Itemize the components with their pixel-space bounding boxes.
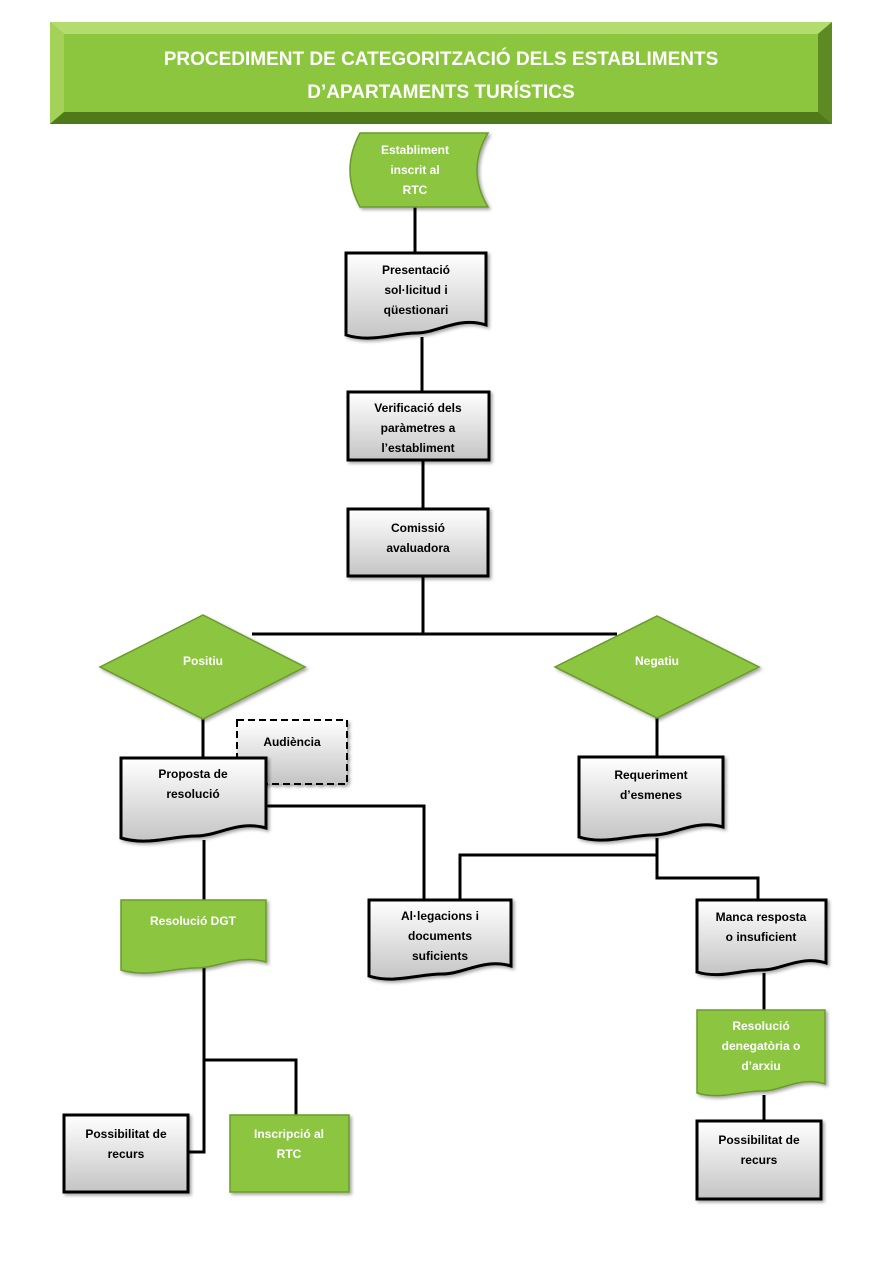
node-recurs-left-line-2: recurs (108, 1147, 145, 1161)
node-recurs-right: Possibilitat de recurs (695, 1119, 823, 1201)
node-verificacio: Verificació dels paràmetres a l’establimen… (346, 390, 491, 462)
node-presentacio: Presentació sol·licitud i qüestionari (344, 251, 488, 340)
node-audiencia-label: Audiència (263, 735, 321, 749)
node-verificacio-line-3: l’establiment (381, 441, 454, 455)
node-allegacions: Al·legacions i documents suficients (367, 898, 513, 981)
node-allegacions-line-1: Al·legacions i (401, 909, 479, 923)
node-resolucio-denegatoria-line-1: Resolució (732, 1019, 789, 1033)
node-comissio-line-1: Comissió (391, 521, 445, 535)
node-proposta: Proposta de resolució (119, 756, 268, 843)
node-establiment-line-3: RTC (403, 183, 428, 197)
node-establiment: Establiment inscrit al RTC (349, 132, 490, 208)
node-proposta-line-1: Proposta de (158, 767, 228, 781)
node-allegacions-line-2: documents (408, 929, 472, 943)
node-negatiu: Negatiu (553, 615, 761, 719)
node-presentacio-line-2: sol·licitud i (384, 283, 447, 297)
title-line-1: PROCEDIMENT DE CATEGORITZACIÓ DELS ESTAB… (164, 48, 719, 70)
node-verificacio-line-2: paràmetres a (381, 421, 456, 435)
node-establiment-line-2: inscrit al (390, 163, 439, 177)
node-presentacio-line-3: qüestionari (384, 303, 449, 317)
node-recurs-left: Possibilitat de recurs (62, 1113, 190, 1194)
node-proposta-line-2: resolució (166, 787, 219, 801)
node-inscripcio-line-1: Inscripció al (254, 1127, 324, 1141)
node-negatiu-label: Negatiu (635, 654, 679, 668)
title-banner: PROCEDIMENT DE CATEGORITZACIÓ DELS ESTAB… (50, 22, 832, 124)
node-positiu: Positiu (98, 614, 307, 720)
node-positiu-label: Positiu (183, 654, 223, 668)
node-manca-line-2: o insuficient (726, 930, 797, 944)
node-resolucio-dgt: Resolució DGT (120, 899, 267, 974)
node-resolucio-denegatoria: Resolució denegatòria o d’arxiu (696, 1009, 826, 1097)
node-manca: Manca resposta o insuficient (695, 898, 828, 977)
node-presentacio-line-1: Presentació (382, 263, 450, 277)
node-resolucio-denegatoria-line-3: d’arxiu (741, 1059, 780, 1073)
node-recurs-right-line-1: Possibilitat de (718, 1133, 800, 1147)
node-requeriment-line-2: d’esmenes (620, 788, 682, 802)
node-recurs-left-line-1: Possibilitat de (85, 1127, 167, 1141)
connector-requeriment-branches (458, 838, 760, 900)
node-comissio-line-2: avaluadora (386, 541, 450, 555)
node-comissio: Comissió avaluadora (346, 507, 490, 578)
node-verificacio-line-1: Verificació dels (374, 401, 462, 415)
node-requeriment-line-1: Requeriment (614, 768, 687, 782)
node-requeriment: Requeriment d’esmenes (577, 755, 725, 842)
connector-resolucio-dgt-outcomes (188, 968, 298, 1154)
connectors (188, 207, 766, 1154)
node-inscripcio: Inscripció al RTC (229, 1114, 350, 1193)
node-allegacions-line-3: suficients (412, 949, 468, 963)
node-manca-line-1: Manca resposta (716, 910, 807, 924)
node-resolucio-denegatoria-line-2: denegatòria o (722, 1039, 801, 1053)
node-resolucio-dgt-label: Resolució DGT (150, 914, 237, 928)
node-recurs-right-line-2: recurs (741, 1153, 778, 1167)
node-inscripcio-line-2: RTC (277, 1147, 302, 1161)
node-establiment-line-1: Establiment (381, 143, 449, 157)
title-line-2: D’APARTAMENTS TURÍSTICS (307, 81, 574, 103)
connector-allegacions-proposta (268, 806, 426, 900)
